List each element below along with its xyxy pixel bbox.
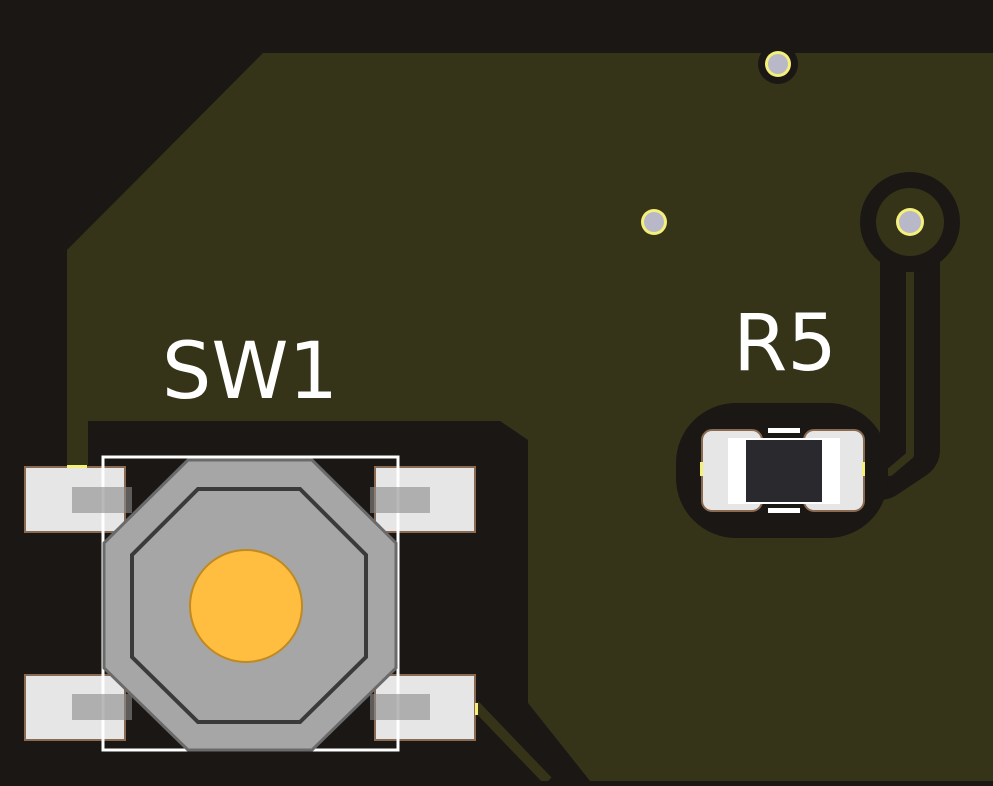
r5-marker-left — [700, 462, 703, 476]
switch-sw1[interactable]: SW1 — [24, 327, 476, 752]
sw1-lead-top-left — [72, 487, 132, 513]
via-1 — [765, 51, 791, 77]
copper-pour — [67, 53, 993, 781]
via-2 — [641, 209, 667, 235]
r5-body-core — [746, 440, 822, 502]
r5-marker-right — [862, 462, 865, 476]
r5-silk-top — [768, 428, 800, 433]
via-3 — [896, 208, 924, 236]
r5-designator: R5 — [733, 299, 837, 389]
r5-silk-bottom — [768, 508, 800, 513]
trace-sw1-bottom — [471, 701, 552, 785]
sw1-marker-left — [67, 465, 87, 468]
sw1-lead-top-right — [370, 487, 430, 513]
sw1-lead-bottom-left — [72, 694, 132, 720]
sw1-designator: SW1 — [162, 327, 338, 417]
sw1-button-cap — [189, 549, 303, 663]
sw1-lead-bottom-right — [370, 694, 430, 720]
resistor-r5[interactable]: R5 — [701, 299, 865, 513]
sw1-marker-right — [475, 703, 478, 715]
